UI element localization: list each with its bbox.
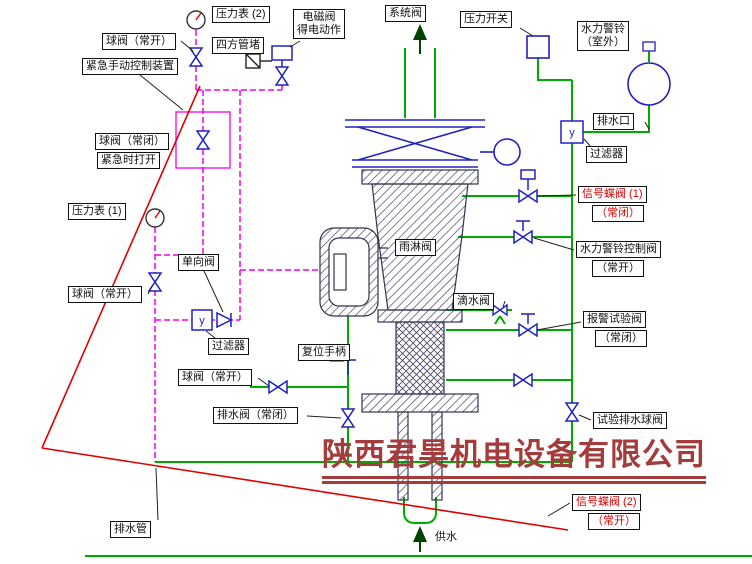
label-pressure-gauge-1: 压力表 (1) [68, 203, 126, 220]
label-solenoid-line2: 得电动作 [297, 24, 341, 36]
label-bell-control-valve: 水力警铃控制阀 [576, 241, 661, 258]
label-signal-bfv-2: 信号蝶阀 (2) [572, 494, 641, 511]
pressure-gauge-2-symbol [186, 10, 206, 30]
label-water-supply: 供水 [435, 531, 457, 543]
filter-left-symbol: y [191, 309, 213, 331]
label-drain-valve: 排水阀（常闭） [213, 407, 298, 424]
label-alarm-test-valve: 报警试验阀 [583, 311, 646, 328]
label-pressure-switch: 压力开关 [460, 11, 512, 28]
label-ball-valve-nc-note: 紧急时打开 [97, 152, 160, 169]
solenoid-valve-symbol [271, 45, 293, 86]
bell-control-valve-symbol [513, 220, 533, 245]
supply-flow-arrow [413, 526, 427, 552]
label-pressure-gauge-2: 压力表 (2) [212, 6, 270, 23]
label-filter-right: 过滤器 [586, 146, 627, 163]
label-check-valve: 单向阀 [178, 254, 219, 271]
signal-butterfly-1-symbol [518, 169, 538, 204]
label-ball-valve-drain: 球阀（常开） [178, 369, 252, 386]
label-ball-valve-left: 球阀（常开） [68, 286, 142, 303]
label-drip-valve: 滴水阀 [453, 293, 494, 310]
label-hydraulic-bell-line2: （室外） [581, 36, 625, 48]
company-watermark: 陕西君昊机电设备有限公司 [322, 429, 706, 484]
label-deluge-valve: 雨淋阀 [395, 239, 436, 256]
label-solenoid-line1: 电磁阀 [302, 11, 336, 23]
alarm-bell-symbol [627, 41, 671, 106]
label-solenoid-valve: 电磁阀 得电动作 [293, 9, 345, 39]
label-square-pipe-plug: 四方管堵 [212, 37, 264, 54]
label-alarm-test-valve-state: （常闭） [595, 330, 647, 347]
filter-symbol: y [569, 127, 575, 139]
label-reset-handle: 复位手柄 [298, 344, 350, 361]
label-test-drain-ball-valve: 试验排水球阀 [593, 412, 667, 429]
drain-ball-valve-symbol [268, 379, 288, 395]
test-valve-symbol [513, 372, 533, 388]
check-valve-symbol [216, 311, 233, 329]
filter-right-symbol: y [560, 120, 584, 144]
drip-valve-symbol [492, 303, 508, 317]
label-drain-outlet: 排水口 [593, 113, 634, 130]
test-drain-valve-symbol [564, 402, 580, 422]
square-pipe-plug-symbol [245, 53, 272, 69]
label-emergency-manual-device: 紧急手动控制装置 [82, 58, 178, 75]
label-signal-bfv-1: 信号蝶阀 (1) [578, 186, 647, 203]
label-ball-valve-top: 球阀（常开） [102, 33, 176, 50]
label-hydraulic-bell: 水力警铃 （室外） [577, 21, 629, 51]
leader-lines [139, 27, 650, 521]
reset-handle-symbol [340, 359, 356, 375]
ball-valve-top-symbol [188, 47, 204, 67]
label-ball-valve-nc: 球阀（常闭） [95, 133, 169, 150]
alarm-test-valve-symbol [518, 313, 538, 338]
label-drain-pipe: 排水管 [110, 521, 151, 538]
label-hydraulic-bell-line1: 水力警铃 [581, 23, 625, 35]
filter-symbol: y [199, 315, 205, 327]
control-piping [154, 30, 320, 462]
signal-lines [41, 85, 569, 531]
label-signal-bfv-1-state: （常闭） [592, 205, 644, 222]
label-filter-left: 过滤器 [208, 338, 249, 355]
diaphragm-chamber [319, 227, 379, 317]
label-signal-bfv-2-state: （常开） [588, 513, 640, 530]
emergency-ball-valve-symbol [195, 130, 211, 150]
system-butterfly-valve-symbol [345, 119, 521, 168]
system-flow-arrow [413, 24, 427, 54]
label-bell-control-valve-state: （常开） [592, 260, 644, 277]
pressure-switch-symbol [526, 35, 550, 59]
pressure-gauge-1-symbol [145, 208, 165, 228]
drain-valve-symbol [340, 408, 356, 428]
label-system-valve: 系统阀 [385, 5, 426, 22]
